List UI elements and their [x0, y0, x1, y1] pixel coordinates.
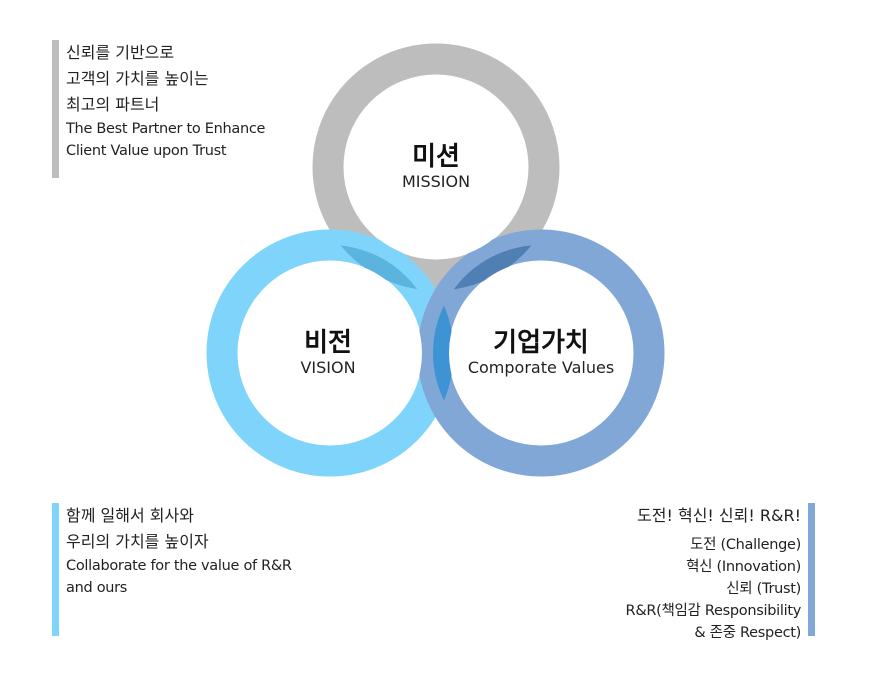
values-item: R&R(책임감 Responsibility: [625, 603, 802, 619]
mission-label: 미션 MISSION: [402, 142, 470, 192]
mission-en-line: The Best Partner to Enhance: [66, 121, 266, 137]
values-item: 신뢰 (Trust): [726, 581, 801, 597]
overlap-vision-values: [433, 245, 454, 461]
values-item: 도전 (Challenge): [690, 537, 801, 553]
values-title: 기업가치: [493, 328, 589, 358]
vision-ko-line: 우리의 가치를 높이자: [66, 532, 209, 551]
vision-subtitle: VISION: [300, 358, 356, 377]
mission-ko-line: 최고의 파트너: [66, 95, 160, 114]
values-item: 혁신 (Innovation): [686, 559, 801, 575]
vision-label: 비전 VISION: [300, 328, 355, 378]
vision-en-line: and ours: [66, 580, 128, 596]
vision-title: 비전: [304, 328, 352, 358]
mission-ko-line: 고객의 가치를 높이는: [66, 69, 209, 88]
mission-en-line: Client Value upon Trust: [66, 143, 227, 159]
values-text-block: 도전! 혁신! 신뢰! R&R! 도전 (Challenge) 혁신 (Inno…: [625, 503, 815, 641]
values-label: 기업가치 Comporate Values: [468, 328, 614, 378]
vision-ko-line: 함께 일해서 회사와: [66, 506, 194, 525]
mission-title: 미션: [412, 142, 460, 172]
vision-en-line: Collaborate for the value of R&R: [66, 558, 292, 574]
mission-ring: [312, 43, 560, 291]
values-heading: 도전! 혁신! 신뢰! R&R!: [637, 506, 801, 525]
values-accent-bar: [808, 503, 815, 636]
values-item: & 존중 Respect): [694, 625, 801, 641]
vision-text-block: 함께 일해서 회사와 우리의 가치를 높이자 Collaborate for t…: [52, 503, 292, 636]
values-subtitle: Comporate Values: [467, 358, 615, 377]
mission-ko-line: 신뢰를 기반으로: [66, 43, 175, 62]
mission-accent-bar: [52, 40, 59, 178]
mission-text-block: 신뢰를 기반으로 고객의 가치를 높이는 최고의 파트너 The Best Pa…: [52, 40, 265, 178]
vision-accent-bar: [52, 503, 59, 636]
mission-subtitle: MISSION: [401, 172, 471, 191]
